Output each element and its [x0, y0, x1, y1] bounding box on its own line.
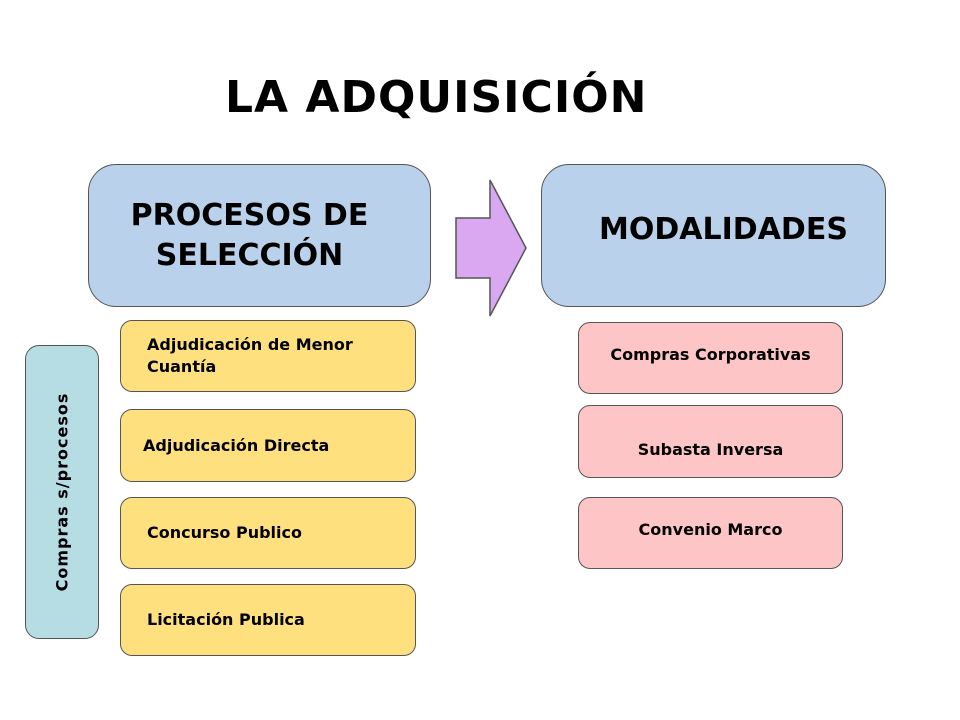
- right-arrow-icon: [455, 179, 527, 317]
- process-item-label: Adjudicación Directa: [143, 435, 330, 455]
- modality-item-compras-corporativas: Compras Corporativas: [578, 322, 843, 394]
- modality-item-label: Compras Corporativas: [610, 345, 811, 364]
- process-item-licitacion: Licitación Publica: [120, 584, 416, 656]
- process-item-label: Licitación Publica: [147, 610, 305, 629]
- process-item-menor-cuantia: Adjudicación de Menor Cuantía: [120, 320, 416, 392]
- page-title: LA ADQUISICIÓN: [225, 72, 648, 123]
- modality-item-subasta-inversa: Subasta Inversa: [578, 405, 843, 478]
- side-label-box: Compras s/procesos: [25, 345, 99, 639]
- modalities-header-box: MODALIDADES: [541, 164, 886, 307]
- modality-item-label: Convenio Marco: [638, 520, 783, 539]
- process-item-label: Concurso Publico: [147, 523, 302, 542]
- processes-header-label: PROCESOS DE SELECCIÓN: [130, 197, 369, 273]
- modalities-header-label: MODALIDADES: [599, 211, 848, 247]
- process-item-directa: Adjudicación Directa: [120, 409, 416, 482]
- side-label-text: Compras s/procesos: [52, 392, 72, 592]
- process-item-concurso: Concurso Publico: [120, 497, 416, 569]
- modality-item-label: Subasta Inversa: [637, 439, 784, 459]
- modality-item-convenio-marco: Convenio Marco: [578, 497, 843, 569]
- processes-header-box: PROCESOS DE SELECCIÓN: [88, 164, 431, 307]
- process-item-label: Adjudicación de Menor Cuantía: [147, 335, 353, 376]
- arrow-shape: [455, 179, 527, 317]
